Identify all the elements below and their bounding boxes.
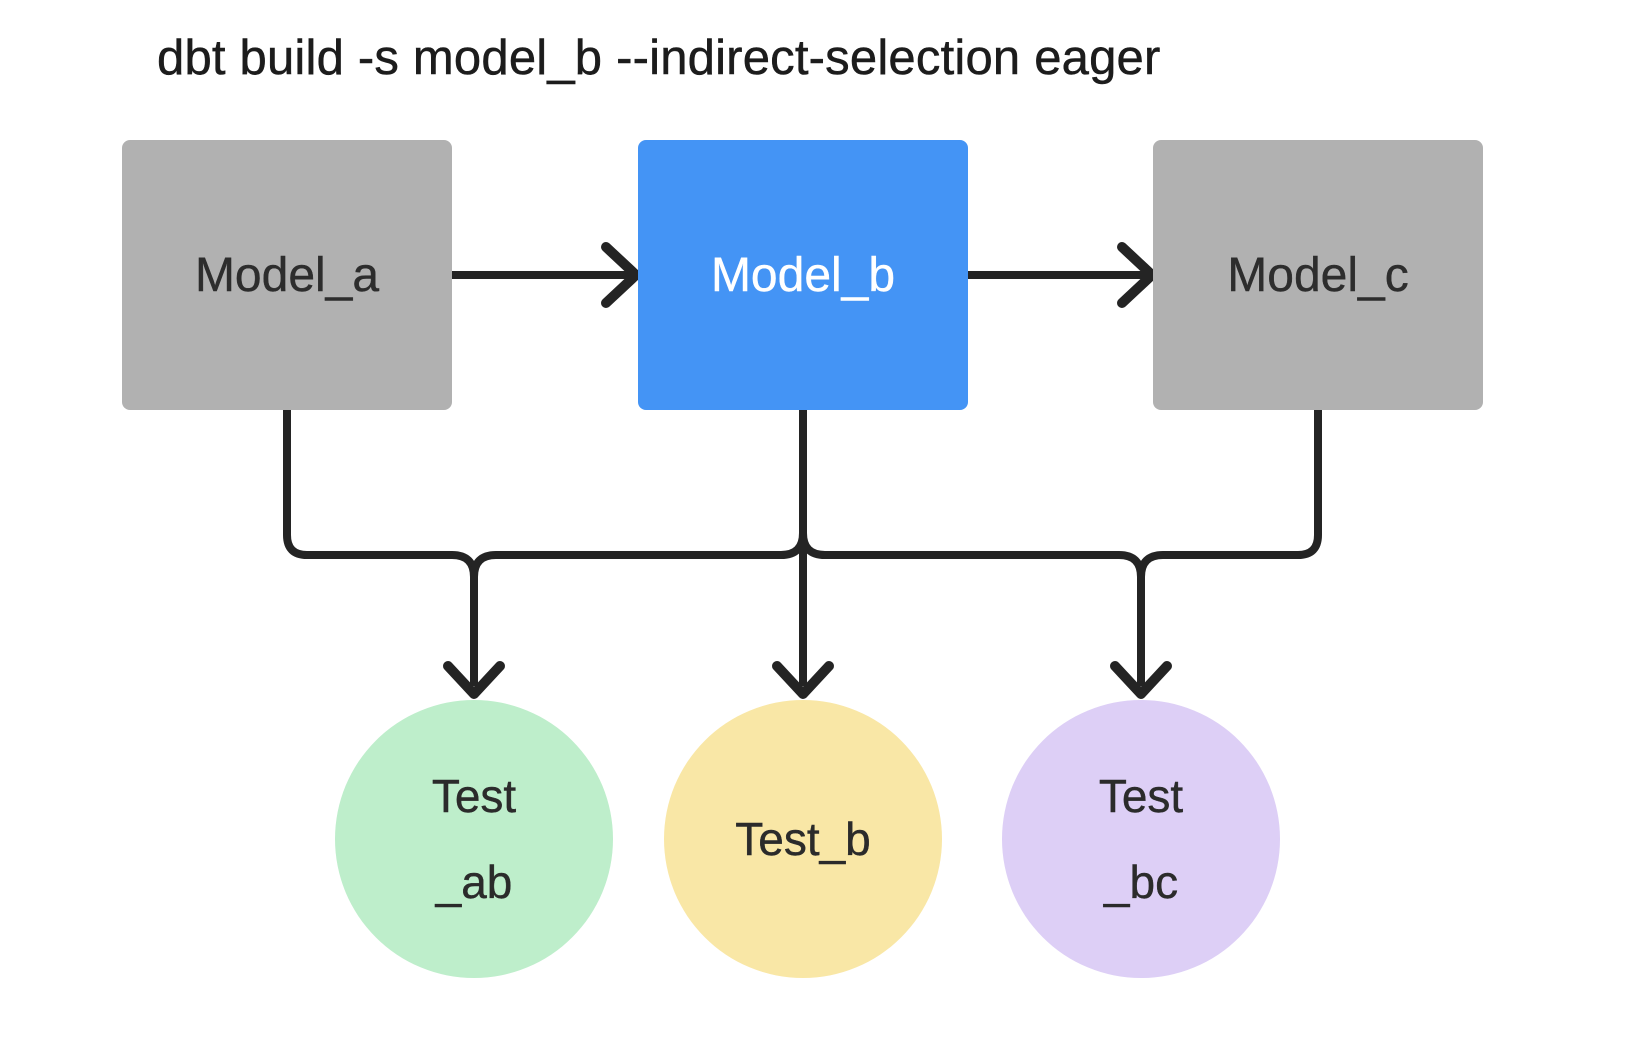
test-bc-label-line2: _bc: [1103, 856, 1179, 908]
test-bc-label-line1: Test: [1098, 770, 1184, 822]
test-ab-label-line1: Test: [431, 770, 517, 822]
arrowhead-right-model-b: [601, 242, 641, 308]
edge-group: [283, 242, 1322, 699]
node-model-b: Model_b: [638, 140, 968, 410]
node-model-c-label: Model_c: [1227, 248, 1409, 302]
bus-segment-right: [799, 532, 1145, 578]
arrowhead-right-model-c: [1117, 242, 1157, 308]
node-model-a-label: Model_a: [194, 248, 380, 302]
test-node-ab: Test _ab: [335, 700, 613, 978]
arrowhead-down-test-b: [772, 661, 834, 699]
test-b-label-line1: Test_b: [735, 813, 871, 865]
arrowhead-down-test-ab: [443, 661, 505, 699]
bus-segment-left: [470, 532, 807, 578]
node-model-a: Model_a: [122, 140, 452, 410]
edge-model-c-to-bus: [1137, 410, 1322, 578]
test-node-bc: Test _bc: [1002, 700, 1280, 978]
test-node-b: Test_b: [664, 700, 942, 978]
arrowhead-down-test-bc: [1110, 661, 1172, 699]
node-model-c: Model_c: [1153, 140, 1483, 410]
edge-model-a-to-bus: [283, 410, 478, 578]
test-ab-label-line2: _ab: [435, 856, 513, 908]
command-title: dbt build -s model_b --indirect-selectio…: [157, 31, 1161, 86]
node-model-b-label: Model_b: [710, 248, 896, 302]
